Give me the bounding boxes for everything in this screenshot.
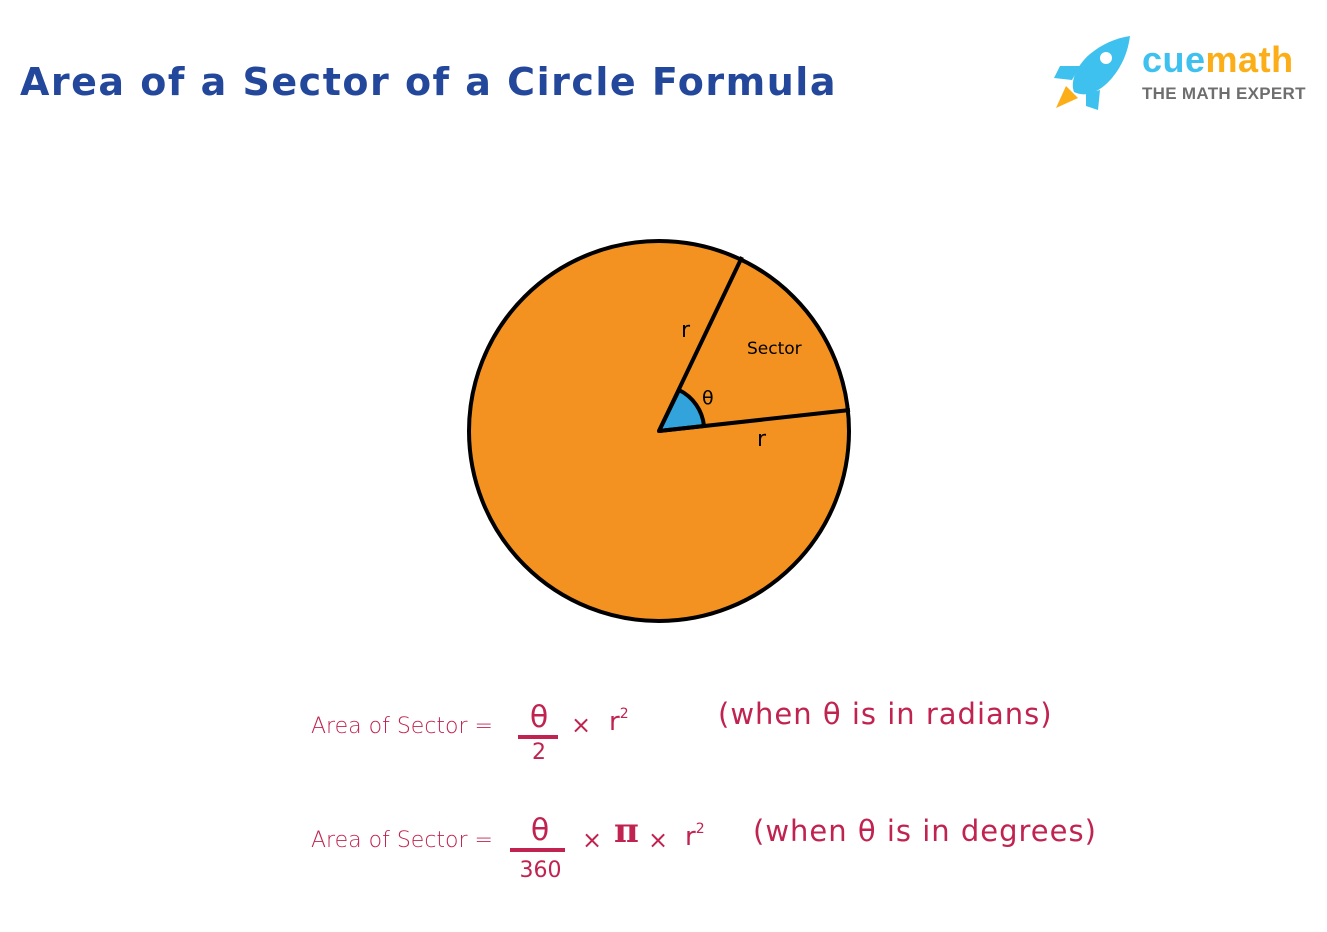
page-title: Area of a Sector of a Circle Formula	[20, 60, 837, 104]
exponent: 2	[695, 821, 705, 837]
exponent: 2	[619, 706, 629, 722]
radius-line-1	[657, 256, 744, 432]
pi-symbol: π	[614, 811, 639, 851]
formula-label: Area of Sector =	[311, 828, 493, 853]
formula-numerator: θ	[529, 700, 549, 735]
logo-word-cue: cue	[1142, 39, 1206, 80]
r-squared: r2	[685, 821, 705, 852]
formula-label: Area of Sector =	[311, 714, 493, 739]
r-squared: r2	[609, 706, 629, 737]
radius-line-2	[658, 408, 851, 433]
times-sign: ×	[571, 711, 592, 739]
logo-wordmark: cuemath	[1142, 40, 1306, 80]
logo-word-math: math	[1205, 39, 1294, 80]
formula-note: (when θ is in degrees)	[753, 814, 1097, 848]
radius-label-2: r	[757, 427, 767, 452]
fraction-bar	[518, 735, 558, 739]
formula-numerator: θ	[530, 813, 550, 848]
logo-tagline: THE MATH EXPERT	[1142, 84, 1306, 103]
angle-label: θ	[702, 387, 714, 409]
radius-label-1: r	[681, 318, 691, 343]
formula-denominator: 360	[519, 858, 562, 883]
r-symbol: r	[685, 822, 696, 852]
formula-denominator: 2	[532, 740, 546, 765]
times-sign-2: ×	[648, 826, 669, 854]
r-symbol: r	[609, 707, 620, 737]
fraction-bar	[510, 848, 565, 852]
times-sign: ×	[582, 826, 603, 854]
sector-label: Sector	[747, 339, 802, 359]
rocket-icon	[1054, 36, 1130, 110]
cuemath-logo: cuemath THE MATH EXPERT	[1052, 36, 1312, 112]
formula-note: (when θ is in radians)	[718, 697, 1053, 731]
